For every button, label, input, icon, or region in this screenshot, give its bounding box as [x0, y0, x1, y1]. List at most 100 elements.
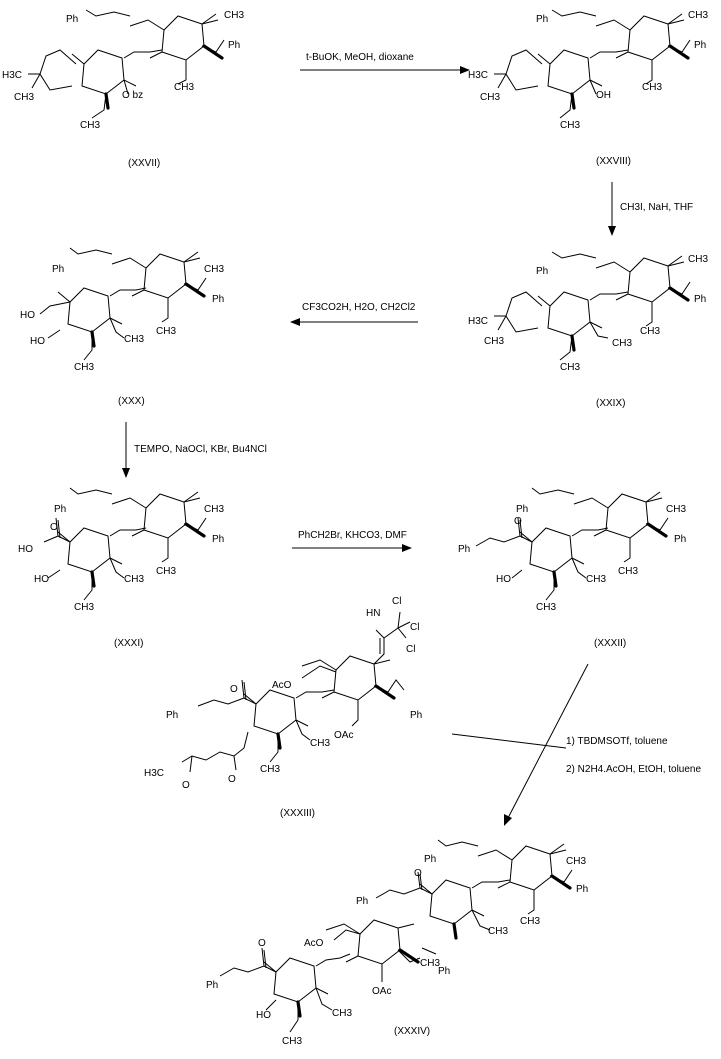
- reaction-arrow-r2: CH3I, NaH, THF: [608, 182, 693, 236]
- atom-label: AcO: [272, 680, 292, 691]
- compound-XXXI: Ph CH3 Ph O HO HO CH3 CH3 CH3 (XXXI): [18, 487, 224, 649]
- atom-label: CH3: [282, 1036, 302, 1047]
- atom-label: Ph: [166, 710, 178, 721]
- atom-label: CH3: [560, 120, 580, 131]
- atom-label: CH3: [124, 334, 144, 345]
- reaction-arrow-r6: 1) TBDMSOTf, toluene 2) N2H4.AcOH, EtOH,…: [451, 663, 701, 826]
- atom-label: Cl: [406, 644, 415, 655]
- atom-label: Cl: [392, 596, 401, 607]
- atom-label: CH3: [260, 764, 280, 775]
- compound-XXXII: Ph CH3 Ph O Ph HO CH3 CH3 CH3 (XXXII): [458, 487, 686, 649]
- atom-label: Ph: [694, 294, 706, 305]
- atom-label: CH3: [640, 326, 660, 337]
- atom-label: Ph: [516, 504, 528, 515]
- atom-label: Ph: [438, 966, 450, 977]
- compound-label: (XXXIII): [280, 808, 315, 819]
- atom-label: OAc: [334, 730, 353, 741]
- atom-label: CH3: [560, 362, 580, 373]
- atom-label: CH3: [156, 566, 176, 577]
- atom-label: CH3: [224, 10, 244, 21]
- atom-label: Ph: [52, 264, 64, 275]
- atom-label: CH3: [484, 336, 504, 347]
- atom-label: CH3: [156, 326, 176, 337]
- atom-label: CH3: [14, 92, 34, 103]
- reaction-conditions: t-BuOK, MeOH, dioxane: [306, 52, 414, 63]
- reaction-arrow-r4: TEMPO, NaOCl, KBr, Bu4NCl: [122, 422, 267, 478]
- atom-label: Ph: [212, 534, 224, 545]
- atom-label: CH3: [332, 1008, 352, 1019]
- atom-label: HO: [496, 574, 511, 585]
- atom-label: CH3: [74, 602, 94, 613]
- compound-XXXIV: Ph CH3 Ph O Ph CH3 CH3 AcO O Ph Ph CH3 O…: [206, 839, 588, 1047]
- atom-label: CH3: [618, 566, 638, 577]
- atom-label: O: [258, 938, 266, 949]
- reaction-conditions: PhCH2Br, KHCO3, DMF: [298, 530, 407, 541]
- atom-label: CH3: [480, 92, 500, 103]
- atom-label: HO: [18, 544, 33, 555]
- atom-label: Ph: [536, 266, 548, 277]
- reaction-conditions: CF3CO2H, H2O, CH2Cl2: [302, 302, 416, 313]
- reaction-arrow-r5: PhCH2Br, KHCO3, DMF: [292, 530, 412, 552]
- atom-label: CH3: [174, 82, 194, 93]
- reaction-arrow-r3: CF3CO2H, H2O, CH2Cl2: [290, 302, 418, 326]
- atom-label: Cl: [410, 622, 419, 633]
- atom-label: CH3: [586, 574, 606, 585]
- atom-label: Ph: [66, 14, 78, 25]
- atom-label: CH3: [124, 574, 144, 585]
- atom-label: H3C: [2, 70, 22, 81]
- atom-label: O: [228, 774, 236, 785]
- compound-XXXIII: HN Cl Cl Cl AcO Ph O Ph OAc CH3 O H3C O …: [144, 596, 422, 819]
- atom-label: Ph: [410, 710, 422, 721]
- atom-label: CH3: [204, 504, 224, 515]
- compound-label: (XXVIII): [596, 156, 631, 167]
- atom-label: HO: [34, 574, 49, 585]
- reaction-conditions: 2) N2H4.AcOH, EtOH, toluene: [566, 764, 701, 775]
- atom-label: OH: [596, 90, 611, 101]
- reaction-conditions: CH3I, NaH, THF: [620, 202, 693, 213]
- atom-label: CH3: [642, 82, 662, 93]
- atom-label: H3C: [468, 70, 488, 81]
- compound-label: (XXIX): [596, 398, 625, 409]
- atom-label: O: [414, 868, 422, 879]
- atom-label: CH3: [310, 738, 330, 749]
- atom-label: Ph: [458, 544, 470, 555]
- compound-label: (XXXII): [594, 638, 626, 649]
- atom-label: CH3: [688, 10, 708, 21]
- atom-label: CH3: [74, 362, 94, 373]
- atom-label: Ph: [694, 40, 706, 51]
- atom-label: O: [182, 780, 190, 791]
- atom-label: Ph: [206, 980, 218, 991]
- atom-label: OAc: [372, 986, 391, 997]
- compound-XXX: Ph CH3 Ph HO HO CH3 CH3 CH3 (XXX): [20, 247, 224, 407]
- atom-label: CH3: [566, 856, 586, 867]
- atom-label: HO: [20, 310, 35, 321]
- atom-label: CH3: [612, 338, 632, 349]
- atom-label: CH3: [488, 926, 508, 937]
- compound-label: (XXXI): [114, 638, 143, 649]
- atom-label: HN: [366, 608, 380, 619]
- atom-label: Ph: [356, 896, 368, 907]
- atom-label: H3C: [468, 316, 488, 327]
- atom-label: H3C: [144, 768, 164, 779]
- atom-label: CH3: [420, 958, 440, 969]
- reaction-conditions: TEMPO, NaOCl, KBr, Bu4NCl: [134, 444, 267, 455]
- compound-label: (XXX): [118, 396, 145, 407]
- atom-label: Ph: [228, 40, 240, 51]
- compound-XXIX: Ph CH3 Ph H3C CH3 CH3 CH3 CH3 (XXIX): [468, 251, 708, 409]
- compound-label: (XXXIV): [394, 1026, 430, 1037]
- reaction-arrow-r1: t-BuOK, MeOH, dioxane: [300, 52, 470, 74]
- atom-label: O: [514, 516, 522, 527]
- atom-label: HO: [256, 1010, 271, 1021]
- atom-label: CH3: [80, 120, 100, 131]
- compound-label: (XXVII): [128, 158, 160, 169]
- atom-label: Ph: [54, 504, 66, 515]
- atom-label: Ph: [576, 884, 588, 895]
- compound-XXVIII: Ph CH3 Ph H3C CH3 OH CH3 CH3 (XXVIII): [468, 9, 708, 167]
- atom-label: CH3: [520, 916, 540, 927]
- atom-label: O: [230, 684, 238, 695]
- atom-label: Ph: [424, 854, 436, 865]
- atom-label: O bz: [122, 90, 143, 101]
- atom-label: CH3: [666, 504, 686, 515]
- atom-label: CH3: [688, 254, 708, 265]
- atom-label: O: [50, 522, 58, 533]
